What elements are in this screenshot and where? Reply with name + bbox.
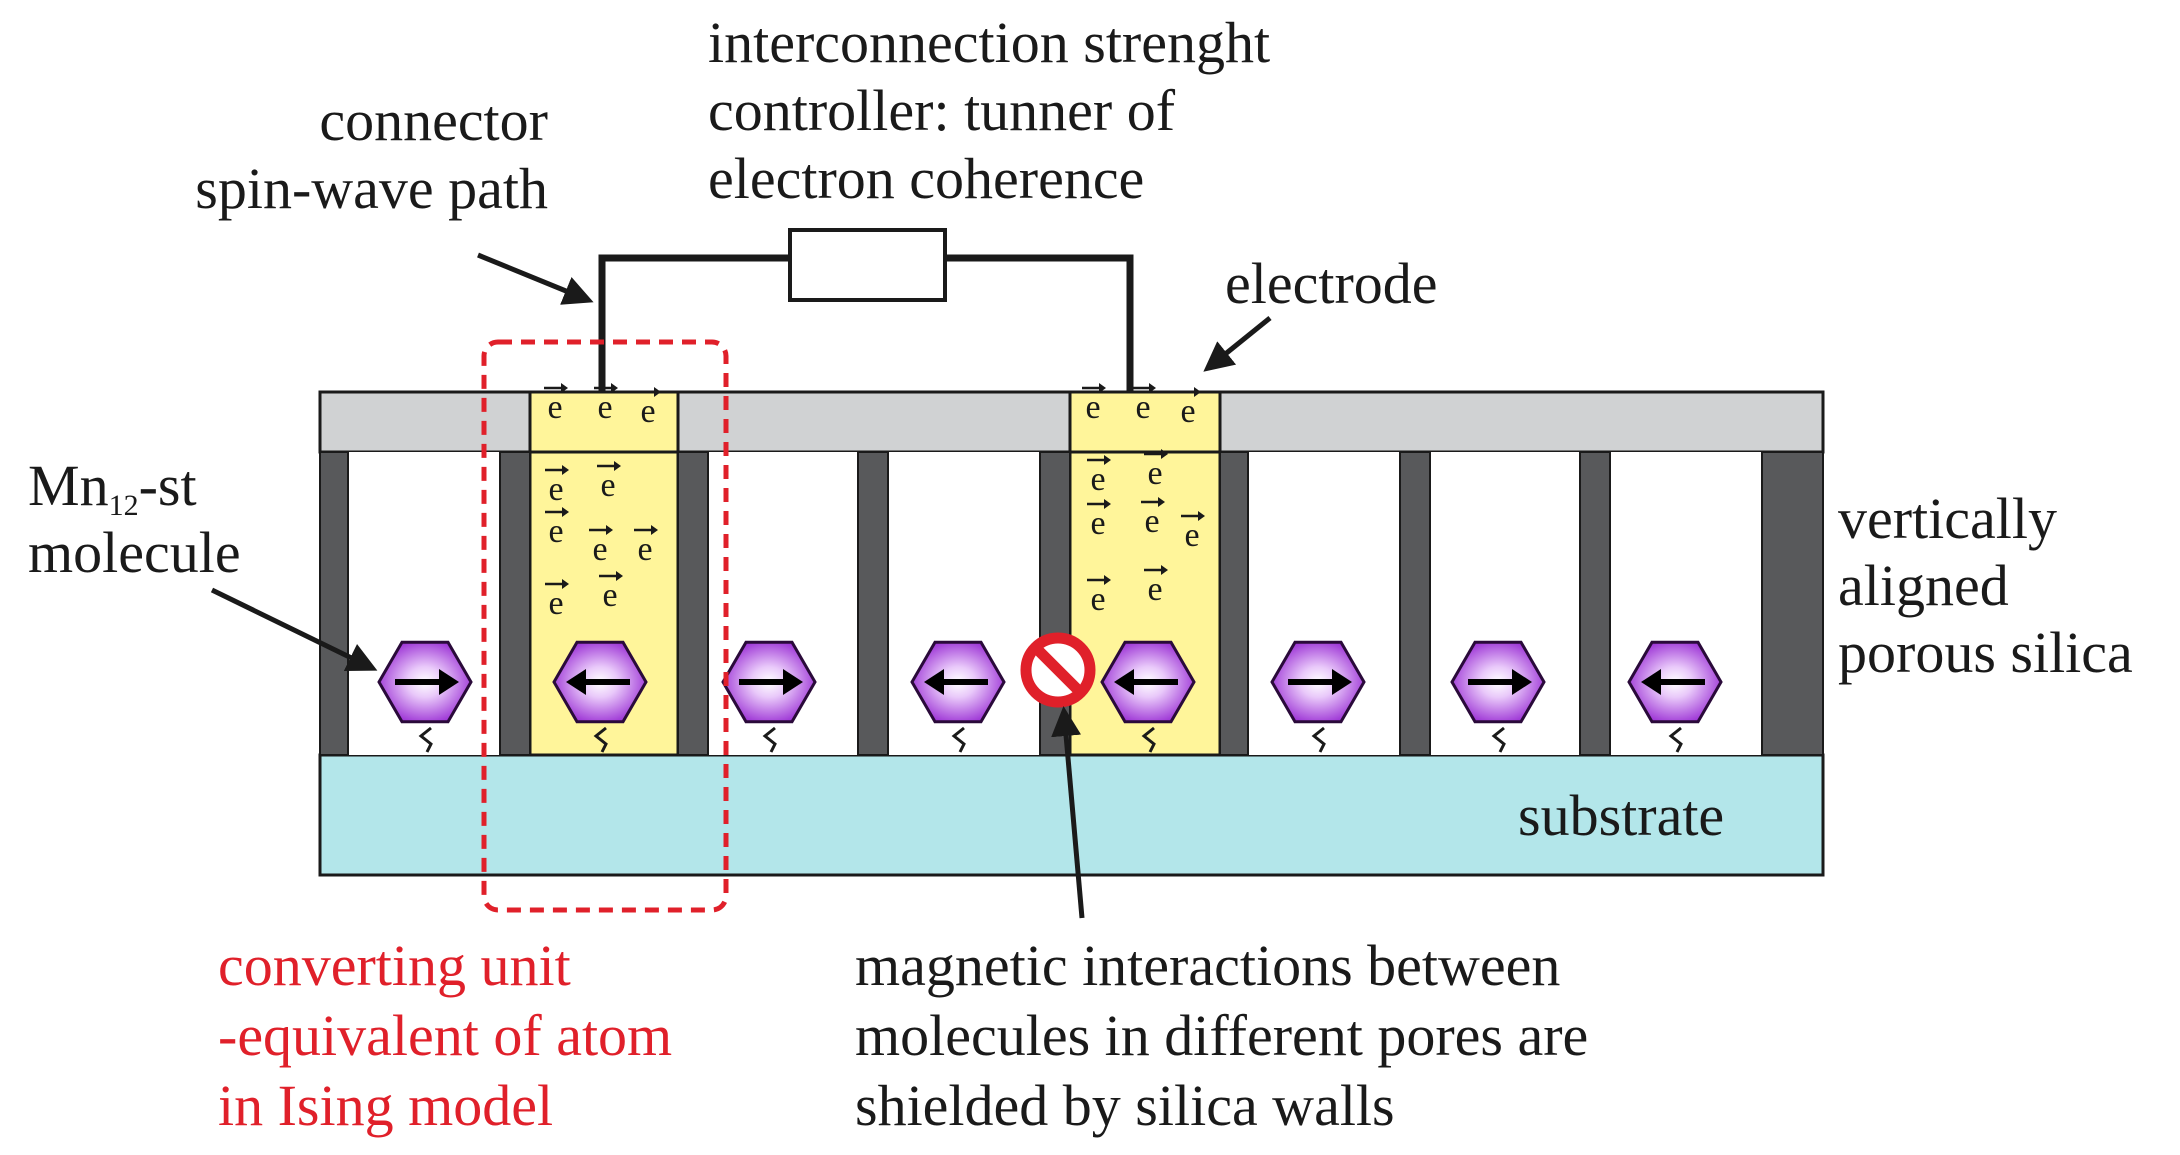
- silica-wall: [1399, 451, 1431, 756]
- silica-wall: [677, 451, 709, 756]
- electron: e: [597, 461, 621, 504]
- svg-text:e: e: [1135, 389, 1150, 426]
- silica-wall: [1039, 451, 1071, 756]
- mn12-molecule: [721, 640, 817, 753]
- silica-wall: [1761, 451, 1824, 756]
- electron: e: [545, 579, 569, 622]
- electron: e: [1141, 497, 1165, 540]
- linker: [1311, 726, 1326, 753]
- shield-label-2: molecules in different pores are: [855, 1003, 1588, 1068]
- shield-label-1: magnetic interactions between: [855, 933, 1560, 998]
- controller-resistor: [788, 228, 947, 302]
- silica-wall: [499, 451, 531, 756]
- electron: e: [1132, 383, 1156, 426]
- connector-label-1: connector: [319, 88, 548, 153]
- converting-label-3: in Ising model: [218, 1073, 553, 1138]
- electron: e: [545, 465, 569, 508]
- linker: [1491, 726, 1506, 753]
- molecules: [377, 640, 1723, 753]
- molecule-pointer-arrow: [210, 587, 378, 671]
- silica-wall: [319, 451, 349, 756]
- converting-label-1: converting unit: [218, 933, 571, 998]
- svg-text:e: e: [1147, 455, 1162, 492]
- svg-text:e: e: [1144, 503, 1159, 540]
- silica-label-2: aligned: [1838, 553, 2009, 618]
- svg-text:e: e: [637, 531, 652, 568]
- substrate-label: substrate: [1518, 783, 1724, 848]
- linker: [418, 726, 433, 753]
- svg-text:e: e: [1147, 571, 1162, 608]
- svg-text:e: e: [548, 471, 563, 508]
- electron: e: [1087, 455, 1111, 498]
- electron: e: [589, 525, 613, 568]
- electron: e: [1087, 499, 1111, 542]
- electron: e: [1082, 383, 1106, 426]
- controller-label-3: electron coherence: [708, 146, 1144, 211]
- electrode-label: electrode: [1225, 251, 1438, 316]
- mn12-molecule: [1100, 640, 1196, 753]
- electron: e: [637, 387, 661, 430]
- svg-text:e: e: [548, 585, 563, 622]
- electron: e: [599, 571, 623, 614]
- silica-label-1: vertically: [1838, 486, 2057, 551]
- converting-label-2: -equivalent of atom: [218, 1003, 672, 1068]
- svg-text:e: e: [1184, 517, 1199, 554]
- shield-label-3: shielded by silica walls: [855, 1073, 1395, 1138]
- svg-text:e: e: [602, 577, 617, 614]
- linker: [593, 726, 608, 753]
- mn12-molecule: [1450, 640, 1546, 753]
- electron: e: [544, 383, 568, 426]
- controller-label-1: interconnection strenght: [708, 10, 1270, 75]
- mn12-molecule: [1627, 640, 1723, 753]
- linker: [1668, 726, 1683, 753]
- silica-wall: [1219, 451, 1249, 756]
- silica-wall: [857, 451, 889, 756]
- connector-pointer-arrow: [477, 252, 594, 305]
- svg-text:e: e: [548, 513, 563, 550]
- converting-unit-box: [481, 339, 729, 913]
- linker: [951, 726, 966, 753]
- mn-molecule-label-1: Mn12-st: [28, 453, 197, 522]
- electron: e: [1144, 449, 1168, 492]
- shield-icon: [1020, 632, 1096, 708]
- linker: [762, 726, 777, 753]
- mn-molecule-label-2: molecule: [28, 520, 241, 585]
- electron: e: [1087, 575, 1111, 618]
- svg-text:e: e: [600, 467, 615, 504]
- svg-text:e: e: [1090, 581, 1105, 618]
- silica-label-3: porous silica: [1838, 620, 2133, 685]
- mn12-molecule: [910, 640, 1006, 753]
- silica-wall: [1579, 451, 1611, 756]
- mn12-molecule: [552, 640, 648, 753]
- mn12-molecule: [1270, 640, 1366, 753]
- silica-walls: [319, 451, 1824, 756]
- svg-text:e: e: [547, 389, 562, 426]
- controller-label-2: controller: tunner of: [708, 78, 1176, 143]
- svg-text:e: e: [1180, 393, 1195, 430]
- electron: e: [1144, 565, 1168, 608]
- svg-text:e: e: [1090, 461, 1105, 498]
- mn12-molecule: [377, 640, 473, 753]
- electron: e: [1181, 511, 1205, 554]
- svg-text:e: e: [1085, 389, 1100, 426]
- svg-text:e: e: [640, 393, 655, 430]
- svg-text:e: e: [1090, 505, 1105, 542]
- connector-label-2: spin-wave path: [195, 156, 548, 221]
- svg-text:e: e: [592, 531, 607, 568]
- shield-pointer-arrow: [1051, 706, 1085, 919]
- electrode-pointer-arrow: [1203, 316, 1272, 372]
- electron: e: [1177, 387, 1201, 430]
- electron: e: [545, 507, 569, 550]
- electron: e: [634, 525, 658, 568]
- svg-text:e: e: [597, 389, 612, 426]
- linker: [1141, 726, 1156, 753]
